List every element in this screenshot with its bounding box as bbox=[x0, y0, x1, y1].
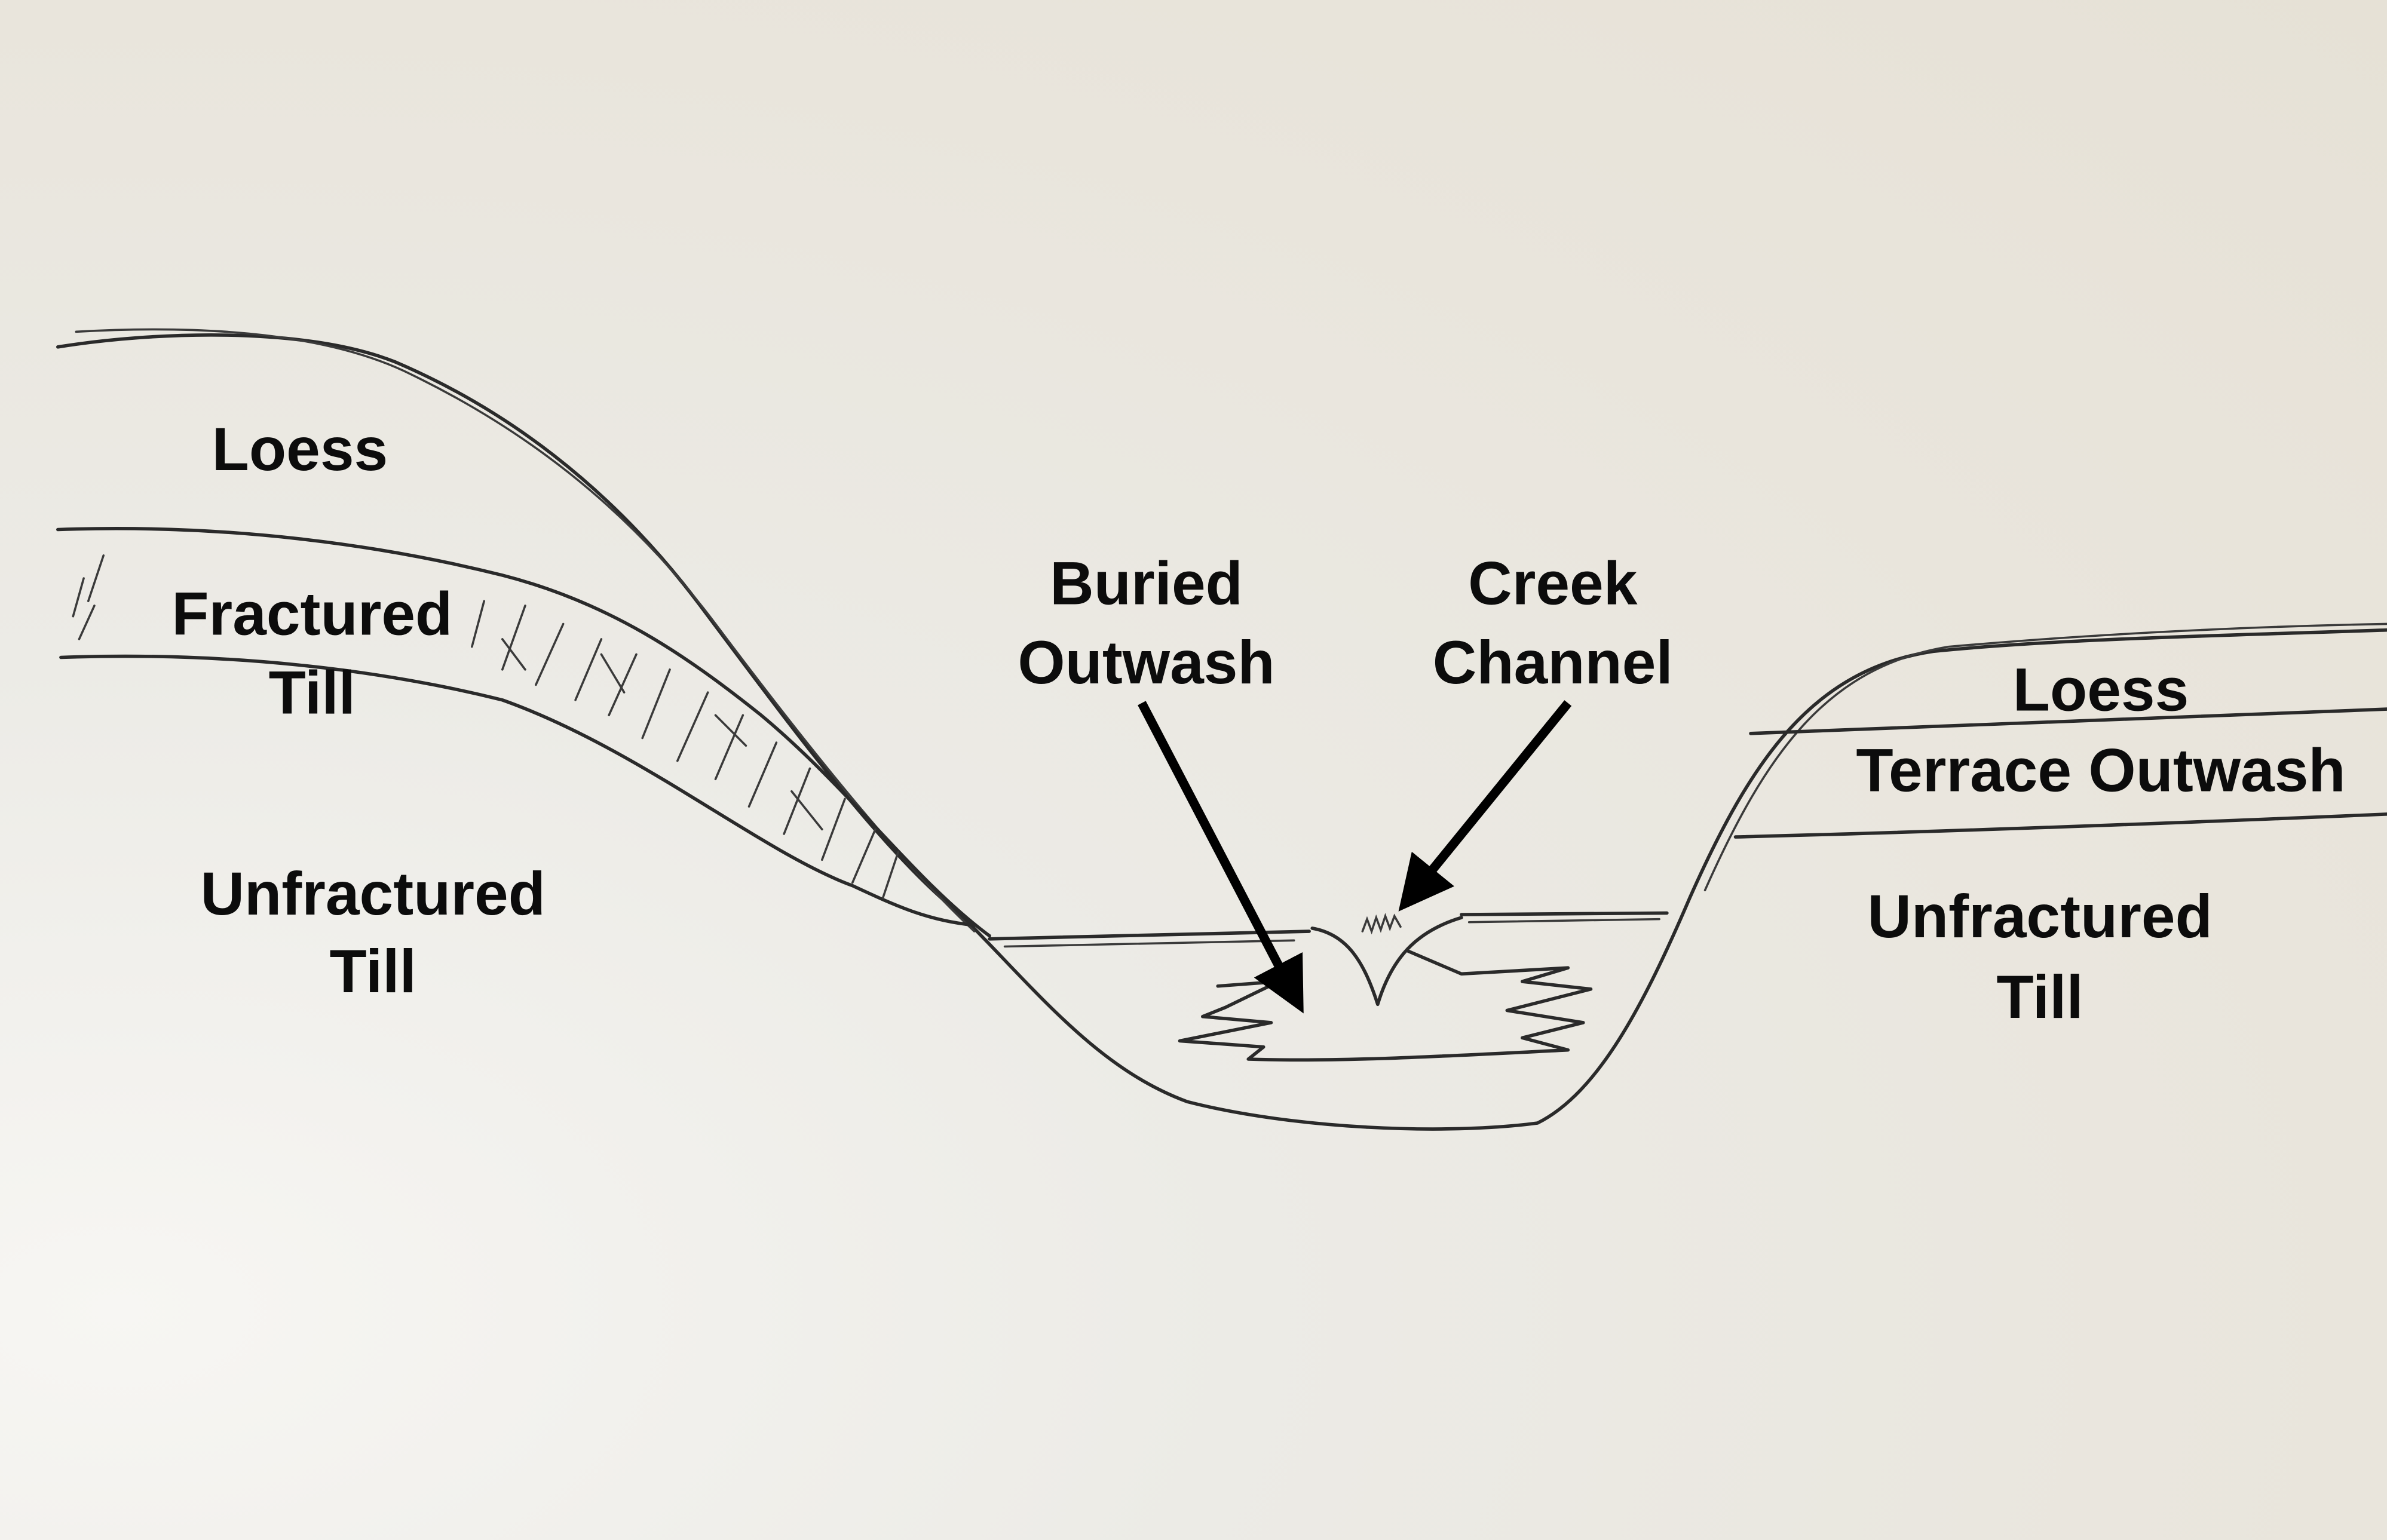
label-unfractured-till-left-line1: Unfractured bbox=[200, 860, 546, 928]
label-buried-outwash-line1: Buried bbox=[1050, 549, 1243, 617]
valley-fill-surface-line bbox=[988, 911, 1669, 941]
label-fractured-till-line2: Till bbox=[269, 659, 356, 727]
label-unfractured-till-right-line2: Till bbox=[1996, 963, 2083, 1031]
label-creek-channel-line1: Creek bbox=[1468, 549, 1638, 617]
label-unfractured-till-left-line2: Till bbox=[330, 937, 416, 1005]
label-terrace-outwash: Terrace Outwash bbox=[1856, 737, 2345, 805]
valley-fill-sketch-line bbox=[1003, 918, 1660, 948]
label-fractured-till-line1: Fractured bbox=[171, 579, 452, 648]
fracture-hatching bbox=[72, 554, 900, 899]
creek-channel-line bbox=[1310, 916, 1463, 1007]
ground-surface-sketch-line bbox=[75, 328, 2387, 932]
label-buried-outwash-line2: Outwash bbox=[1018, 628, 1274, 697]
fractured-till-top-line bbox=[56, 526, 991, 938]
buried-outwash-lens bbox=[1178, 949, 1593, 1062]
label-unfractured-till-right-line1: Unfractured bbox=[1867, 882, 2213, 950]
fractured-till-bottom-line bbox=[59, 654, 976, 927]
creek-vegetation-marks bbox=[1361, 913, 1402, 935]
creek-channel-arrow bbox=[1398, 700, 1572, 912]
terrace-outwash-base-line bbox=[1733, 812, 2387, 839]
label-loess-left: Loess bbox=[212, 415, 388, 483]
label-creek-channel-line2: Channel bbox=[1433, 628, 1673, 697]
label-loess-right: Loess bbox=[2013, 656, 2189, 724]
ground-surface-line bbox=[56, 333, 2387, 1131]
buried-outwash-arrow bbox=[1138, 701, 1304, 1014]
right-loess-base-line bbox=[1749, 707, 2387, 735]
